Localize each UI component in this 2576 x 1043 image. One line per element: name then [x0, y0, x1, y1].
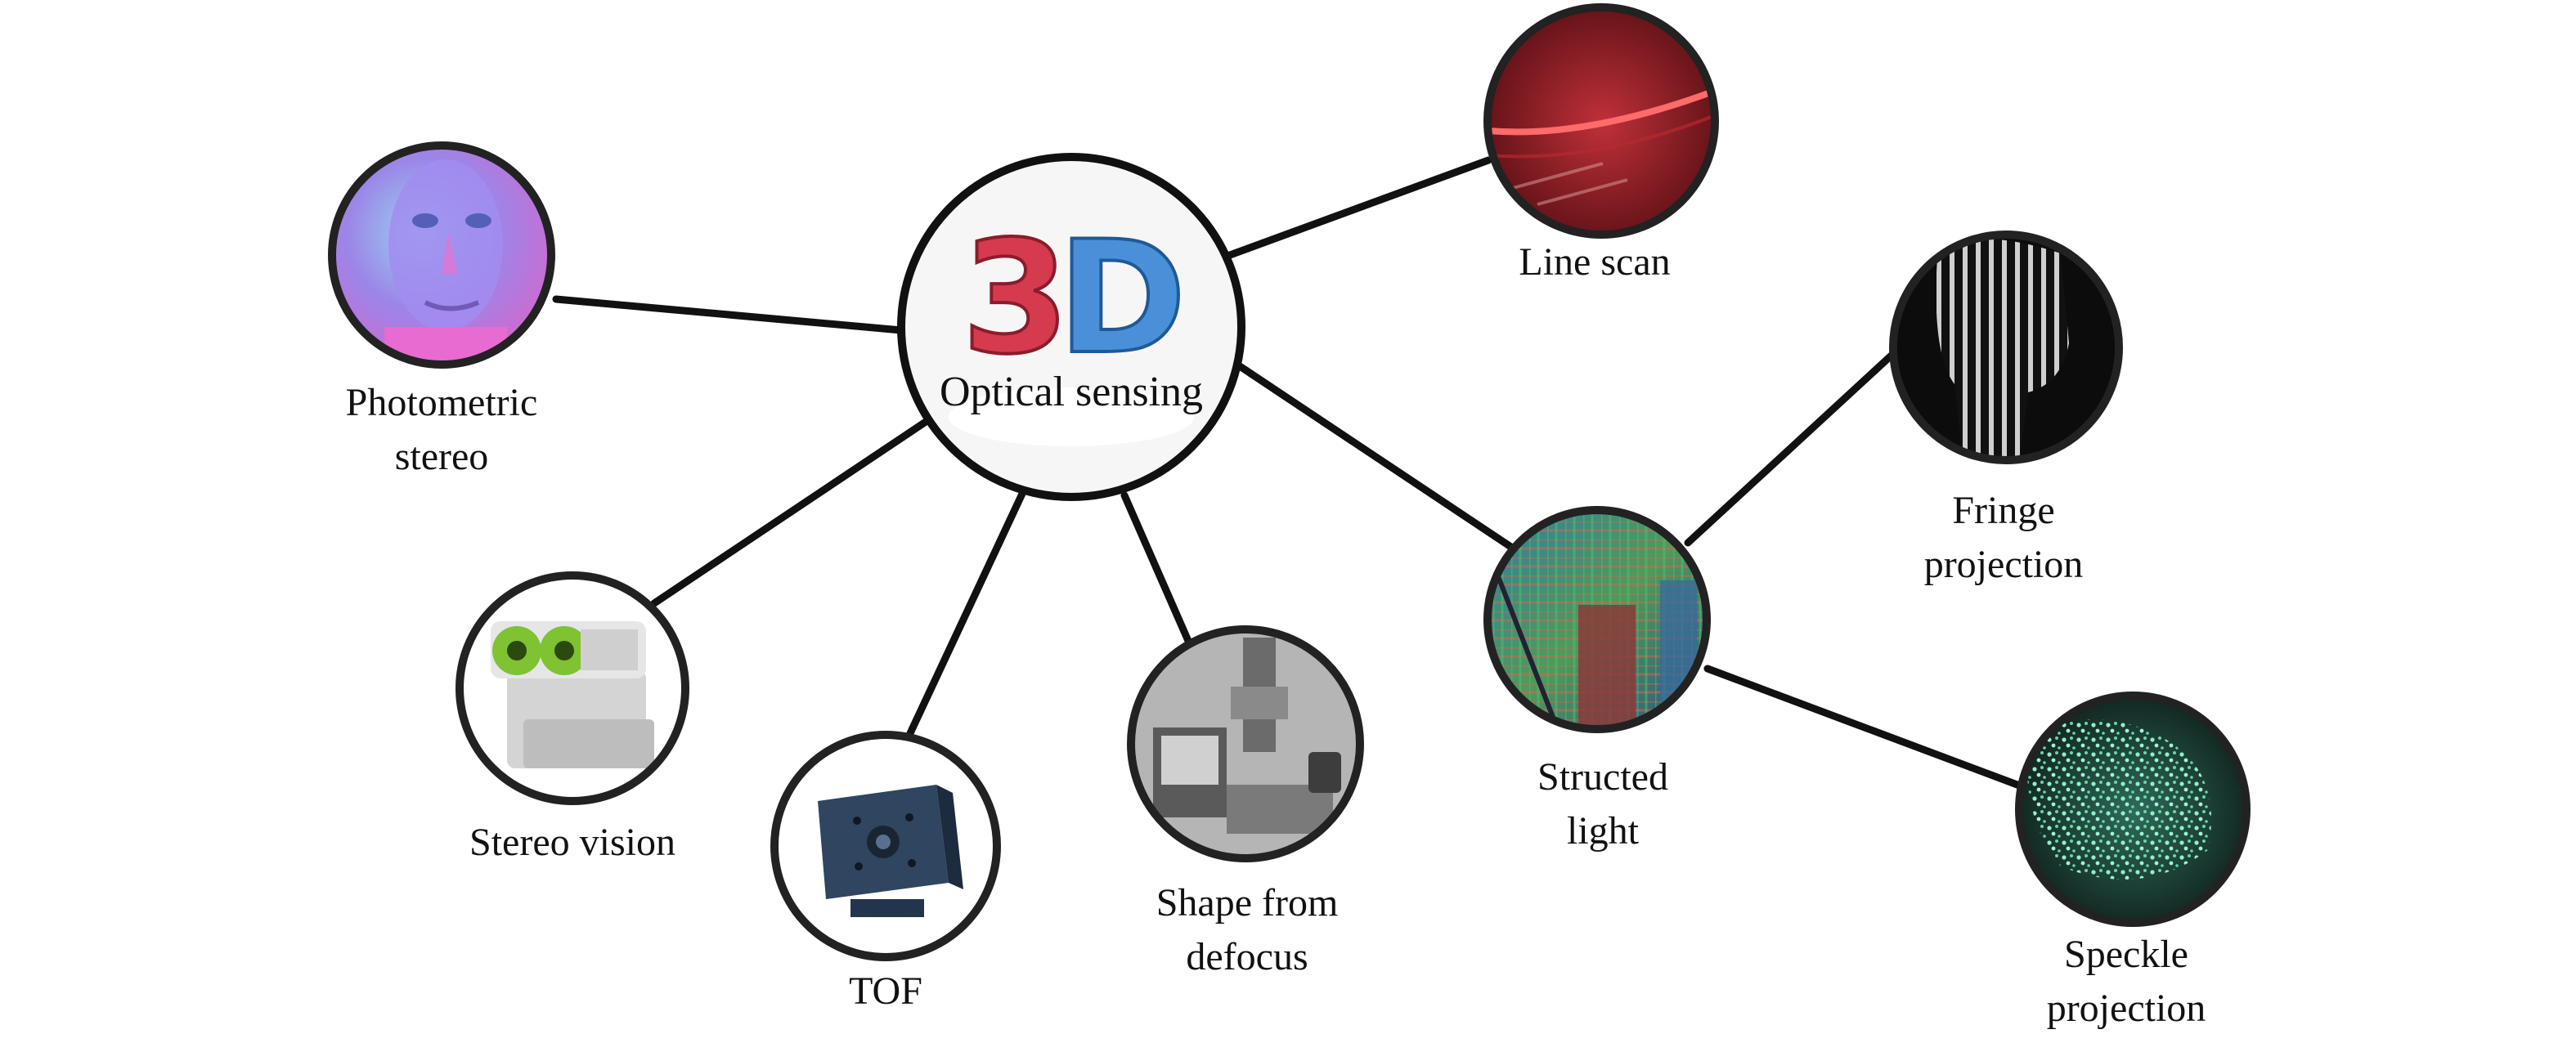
connector-photometric: [552, 295, 905, 334]
connector-tof: [906, 490, 1026, 737]
center-logo-d: D: [1057, 208, 1187, 388]
node-speckle-projection: [2015, 692, 2251, 927]
label-line: Line scan: [1519, 240, 1671, 284]
node-stereo-vision: [456, 571, 689, 805]
connector-line-scan: [1226, 156, 1492, 259]
label-line: light: [1566, 809, 1639, 853]
colored-pattern-icon: [1488, 510, 1707, 729]
node-photometric-stereo: [328, 141, 555, 369]
label-stereo-vision: Stereo vision: [425, 816, 720, 870]
label-tof: TOF: [804, 965, 967, 1018]
label-structed-light: Structed light: [1497, 750, 1709, 858]
center-node-optical-sensing: 3 D: [897, 153, 1245, 501]
label-photometric-stereo: Photometric stereo: [311, 376, 572, 484]
connector-speckle: [1703, 665, 2026, 790]
label-shape-from-defocus: Shape from defocus: [1112, 876, 1382, 984]
label-line: Structed: [1537, 755, 1668, 799]
connector-fringe: [1684, 347, 1900, 547]
label-line: projection: [2046, 987, 2206, 1030]
connector-structed-light: [1236, 362, 1519, 553]
laser-line-icon: [1488, 7, 1715, 235]
connector-lines: [552, 156, 2026, 790]
connector-shape-defocus: [1120, 491, 1192, 645]
label-line: Stereo vision: [469, 821, 675, 864]
connector-stereo-vision: [650, 414, 935, 607]
fringe-pattern-icon: [1893, 235, 2119, 460]
node-line-scan: [1483, 3, 1719, 239]
label-line: defocus: [1186, 935, 1308, 978]
label-line: TOF: [849, 969, 922, 1013]
node-shape-from-defocus: [1127, 625, 1364, 862]
node-structed-light: [1483, 506, 1711, 733]
label-line: projection: [1923, 543, 2084, 586]
label-line: Photometric: [345, 381, 538, 424]
label-line: Speckle: [2064, 933, 2188, 976]
label-line: stereo: [394, 435, 489, 478]
center-logo-3d: 3: [962, 208, 1070, 388]
node-fringe-projection: [1889, 231, 2123, 464]
center-label: Optical sensing: [908, 368, 1235, 417]
face-normal-map-icon: [332, 145, 551, 365]
speckle-pattern-icon: [2019, 696, 2246, 923]
label-speckle-projection: Speckle projection: [2004, 928, 2249, 1036]
node-tof: [770, 731, 1001, 961]
label-line: Fringe: [1952, 489, 2055, 532]
label-line-scan: Line scan: [1472, 235, 1717, 289]
label-line: Shape from: [1156, 881, 1339, 924]
stereo-camera-icon: [491, 621, 654, 768]
label-fringe-projection: Fringe projection: [1881, 484, 2126, 592]
center-label-text: Optical sensing: [939, 369, 1204, 415]
tof-camera-icon: [818, 785, 963, 917]
microscope-setup-icon: [1131, 629, 1360, 858]
